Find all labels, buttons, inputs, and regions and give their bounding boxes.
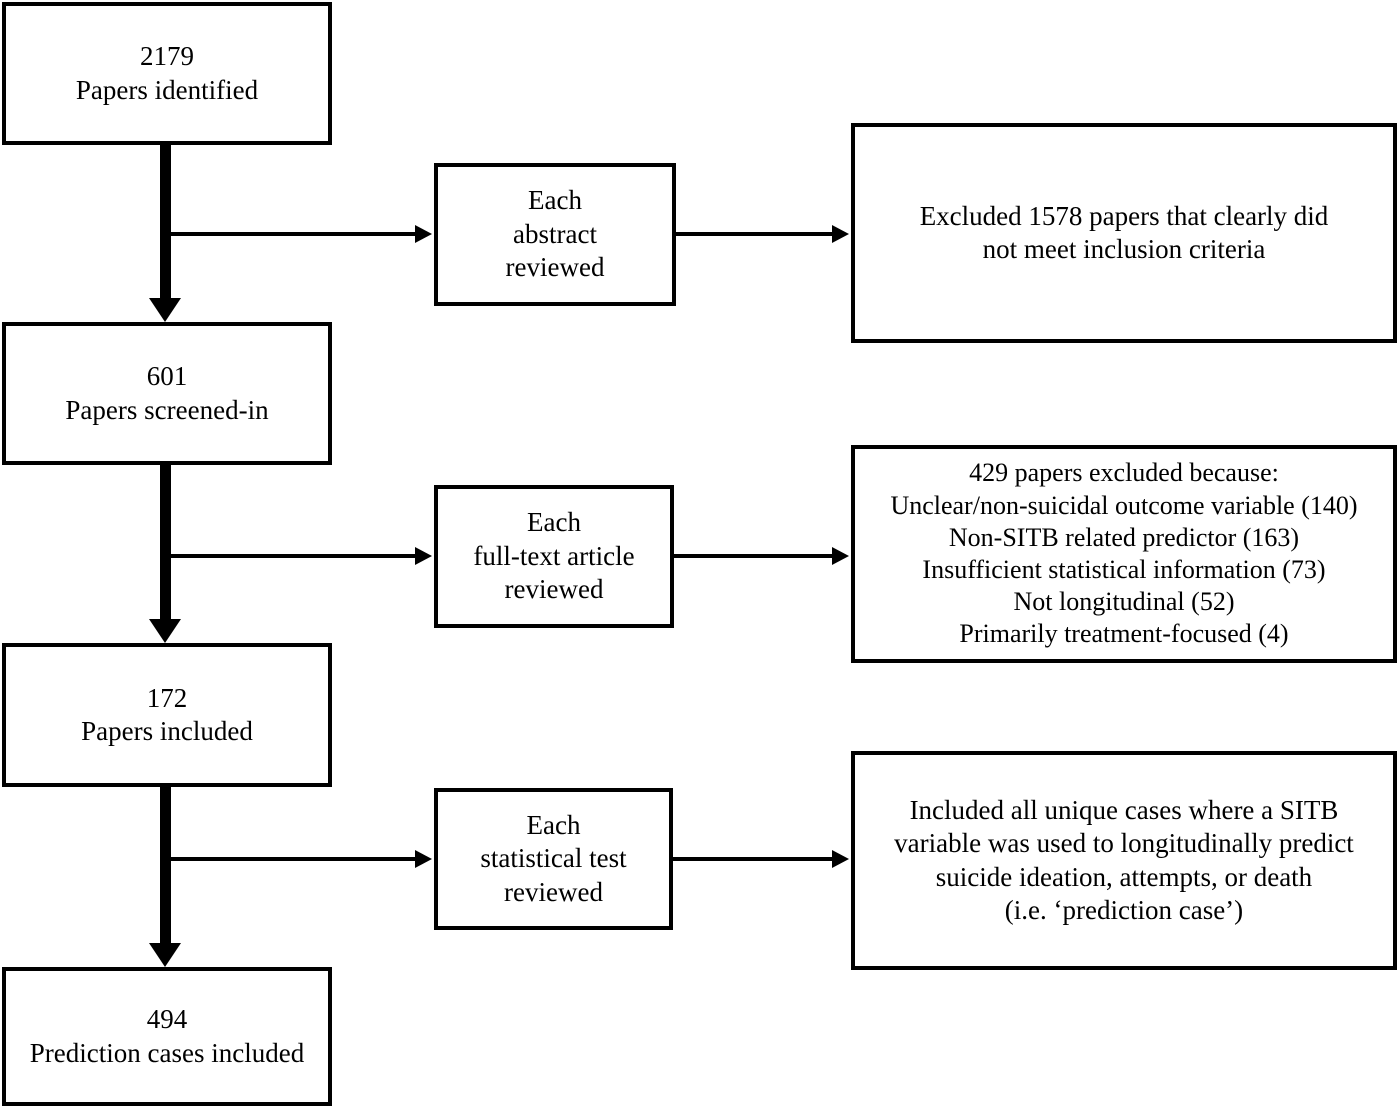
connector-included-to-stattest-line [165,857,417,861]
connector-identified-to-screened-arrowhead [149,298,181,322]
connector-included-to-stattest-arrowhead [415,850,432,868]
connector-screened-to-included-stem [160,465,171,621]
node-excluded-fulltext: 429 papers excluded because: Unclear/non… [851,445,1397,663]
connector-included-to-cases-stem [160,787,171,944]
connector-abstract-to-excluded-arrowhead [832,225,849,243]
node-stat-test-reviewed-label: Each statistical test reviewed [480,809,627,907]
node-abstract-reviewed-label: Each abstract reviewed [505,185,605,283]
node-papers-screened-in-label: 601 Papers screened-in [65,361,269,425]
node-papers-included: 172 Papers included [2,643,332,787]
connector-stattest-to-included-cases-line [673,857,834,861]
connector-screened-to-fulltext-line [165,554,417,558]
node-prediction-cases-included: 494 Prediction cases included [2,967,332,1106]
node-included-cases-label: Included all unique cases where a SITB v… [894,794,1354,925]
connector-fulltext-to-excluded-line [674,554,834,558]
connector-fulltext-to-excluded-arrowhead [832,547,849,565]
node-stat-test-reviewed: Each statistical test reviewed [434,788,673,930]
connector-identified-to-abstract-line [165,232,417,236]
node-fulltext-reviewed: Each full-text article reviewed [434,485,674,628]
node-excluded-abstract-label: Excluded 1578 papers that clearly did no… [919,200,1329,264]
node-papers-included-label: 172 Papers included [81,682,253,746]
connector-abstract-to-excluded-line [676,232,834,236]
connector-stattest-to-included-cases-arrowhead [832,850,849,868]
node-papers-identified: 2179 Papers identified [2,2,332,145]
node-papers-identified-label: 2179 Papers identified [75,41,259,105]
node-excluded-abstract: Excluded 1578 papers that clearly did no… [851,123,1397,343]
connector-identified-to-abstract-arrowhead [415,225,432,243]
connector-screened-to-fulltext-arrowhead [415,547,432,565]
connector-included-to-cases-arrowhead [149,943,181,967]
node-fulltext-reviewed-label: Each full-text article reviewed [473,507,635,605]
node-excluded-fulltext-label: 429 papers excluded because: Unclear/non… [890,458,1358,649]
node-papers-screened-in: 601 Papers screened-in [2,322,332,465]
node-abstract-reviewed: Each abstract reviewed [434,163,676,306]
node-prediction-cases-included-label: 494 Prediction cases included [29,1004,305,1068]
connector-screened-to-included-arrowhead [149,619,181,643]
node-included-cases: Included all unique cases where a SITB v… [851,751,1397,970]
connector-identified-to-screened-stem [160,145,171,300]
